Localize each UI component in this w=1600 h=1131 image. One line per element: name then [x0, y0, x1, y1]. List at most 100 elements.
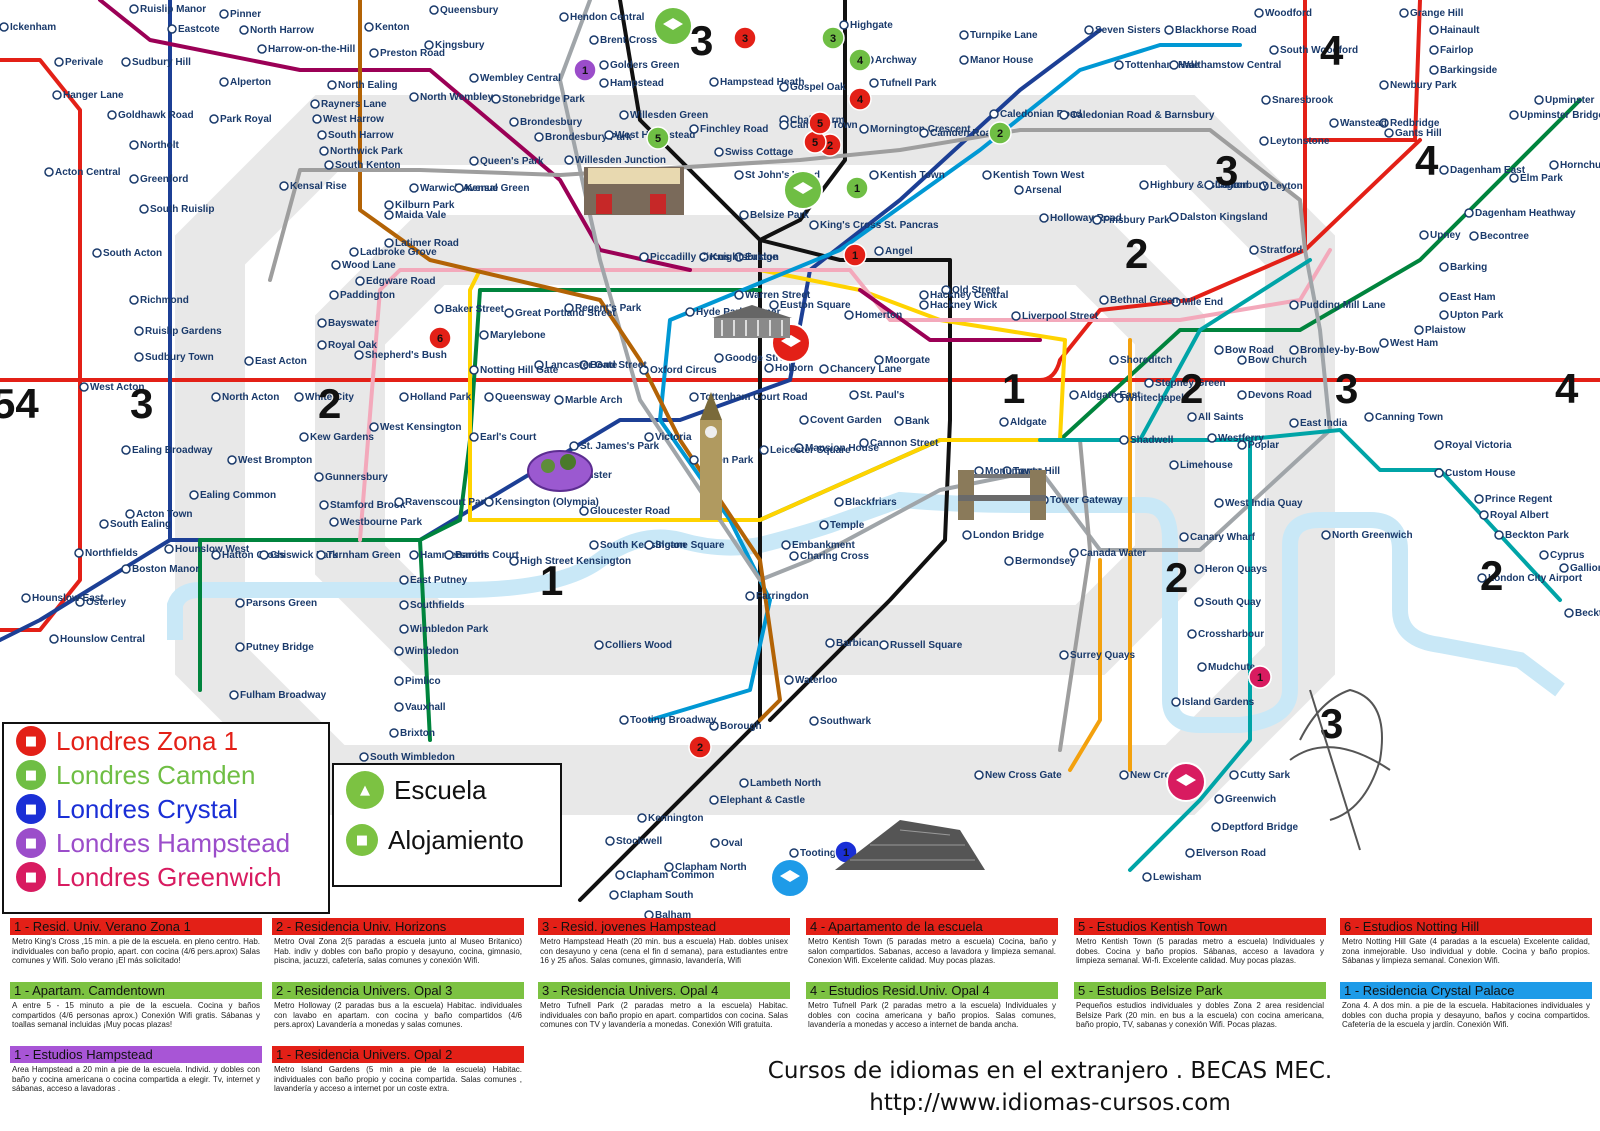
station-label-hounslow-central[interactable]: Hounslow Central	[60, 634, 145, 645]
station-dot-edgware-road[interactable]	[355, 276, 365, 286]
station-label-northfields[interactable]: Northfields	[85, 548, 138, 559]
station-dot-tottenham-court-road[interactable]	[689, 392, 699, 402]
station-label-barking[interactable]: Barking	[1450, 262, 1487, 273]
station-label-lambeth-north[interactable]: Lambeth North	[750, 778, 821, 789]
station-dot-fulham-broadway[interactable]	[229, 690, 239, 700]
station-label-sloane-square[interactable]: Sloane Square	[655, 540, 725, 551]
station-dot-white-city[interactable]	[294, 392, 304, 402]
station-label-becontree[interactable]: Becontree	[1480, 231, 1529, 242]
station-label-aldgate-east[interactable]: Aldgate East	[1080, 390, 1141, 401]
station-label-monument[interactable]: Monument	[985, 466, 1036, 477]
station-dot-sudbury-hill[interactable]	[121, 57, 131, 67]
station-dot-cannon-street[interactable]	[859, 438, 869, 448]
station-dot-aldgate-east[interactable]	[1069, 390, 1079, 400]
station-label-south-kensington[interactable]: South Kensington	[600, 540, 686, 551]
station-label-vauxhall[interactable]: Vauxhall	[405, 702, 446, 713]
station-label-south-woodford[interactable]: South Woodford	[1280, 45, 1358, 56]
station-label-canada-water[interactable]: Canada Water	[1080, 548, 1146, 559]
station-dot-lancaster-gate[interactable]	[534, 360, 544, 370]
station-dot-kingsbury[interactable]	[424, 40, 434, 50]
station-dot-arsenal[interactable]	[1014, 185, 1024, 195]
station-dot-south-kenton[interactable]	[324, 160, 334, 170]
station-dot-warwick-avenue[interactable]	[409, 183, 419, 193]
station-label-stepney-green[interactable]: Stepney Green	[1155, 378, 1226, 389]
station-label-deptford-bridge[interactable]: Deptford Bridge	[1222, 822, 1299, 833]
station-dot-acton-central[interactable]	[44, 167, 54, 177]
station-dot-monument[interactable]	[974, 466, 984, 476]
station-dot-bermondsey[interactable]	[1004, 556, 1014, 566]
station-label-tufnell-park[interactable]: Tufnell Park	[880, 78, 937, 89]
station-label-hounslow-east[interactable]: Hounslow East	[32, 593, 104, 604]
station-label-kentish-town-west[interactable]: Kentish Town West	[993, 170, 1085, 181]
station-dot-east-putney[interactable]	[399, 575, 409, 585]
station-dot-angel[interactable]	[874, 246, 884, 256]
station-dot-highbury-islington[interactable]	[1139, 180, 1149, 190]
station-dot-vauxhall[interactable]	[394, 702, 404, 712]
station-label-queensbury[interactable]: Queensbury	[440, 5, 499, 16]
station-dot-st-james-s-park[interactable]	[569, 441, 579, 451]
station-label-great-portland-street[interactable]: Great Portland Street	[515, 308, 616, 319]
station-dot-hornchurch[interactable]	[1549, 160, 1559, 170]
station-label-dalston-kingsland[interactable]: Dalston Kingsland	[1180, 212, 1268, 223]
station-dot-north-greenwich[interactable]	[1321, 530, 1331, 540]
station-dot-piccadilly-circus[interactable]	[639, 252, 649, 262]
station-dot-london-city-airport[interactable]	[1477, 573, 1487, 583]
station-dot-park-royal[interactable]	[209, 114, 219, 124]
station-dot-canary-wharf[interactable]	[1179, 532, 1189, 542]
station-label-stonebridge-park[interactable]: Stonebridge Park	[502, 94, 585, 105]
accommodation-marker[interactable]	[845, 176, 869, 200]
station-dot-alperton[interactable]	[219, 77, 229, 87]
station-label-harrow-on-the-hill[interactable]: Harrow-on-the-Hill	[268, 44, 355, 55]
station-label-richmond[interactable]: Richmond	[140, 295, 189, 306]
station-dot-warren-street[interactable]	[734, 290, 744, 300]
station-label-white-city[interactable]: White City	[305, 392, 354, 403]
station-dot-waterloo[interactable]	[784, 675, 794, 685]
station-label-ickenham[interactable]: Ickenham	[10, 22, 56, 33]
station-label-hackney-central[interactable]: Hackney Central	[930, 290, 1009, 301]
station-dot-royal-oak[interactable]	[317, 340, 327, 350]
station-label-mansion-house[interactable]: Mansion House	[805, 443, 879, 454]
station-label-st-james-s-park[interactable]: St. James's Park	[580, 441, 660, 452]
accommodation-marker[interactable]	[848, 48, 872, 72]
station-dot-prince-regent[interactable]	[1474, 494, 1484, 504]
station-dot-east-india[interactable]	[1289, 418, 1299, 428]
station-label-tottenham-court-road[interactable]: Tottenham Court Road	[700, 392, 808, 403]
station-dot-marble-arch[interactable]	[554, 395, 564, 405]
station-dot-finchley-road[interactable]	[689, 124, 699, 134]
station-label-liverpool-street[interactable]: Liverpool Street	[1022, 311, 1099, 322]
station-dot-notting-hill-gate[interactable]	[469, 365, 479, 375]
station-dot-kew-gardens[interactable]	[299, 432, 309, 442]
station-label-wembley-central[interactable]: Wembley Central	[480, 73, 561, 84]
station-label-alperton[interactable]: Alperton	[230, 77, 271, 88]
station-dot-tooting-broadway[interactable]	[619, 715, 629, 725]
station-dot-camden-road[interactable]	[919, 128, 929, 138]
station-dot-mudchute[interactable]	[1197, 662, 1207, 672]
station-label-highbury-islington[interactable]: Highbury & Islington	[1150, 180, 1248, 191]
station-dot-gants-hill[interactable]	[1384, 128, 1394, 138]
station-dot-wimbledon-park[interactable]	[399, 624, 409, 634]
station-dot-willesden-junction[interactable]	[564, 155, 574, 165]
station-dot-aldgate[interactable]	[999, 417, 1009, 427]
station-label-brixton[interactable]: Brixton	[400, 728, 435, 739]
station-dot-hampstead[interactable]	[599, 78, 609, 88]
station-dot-temple[interactable]	[819, 520, 829, 530]
station-label-dagenham-east[interactable]: Dagenham East	[1450, 165, 1526, 176]
station-dot-crossharbour[interactable]	[1187, 629, 1197, 639]
station-label-clapham-common[interactable]: Clapham Common	[626, 870, 714, 881]
station-dot-farringdon[interactable]	[745, 591, 755, 601]
station-label-eastcote[interactable]: Eastcote	[178, 24, 220, 35]
station-dot-holloway-road[interactable]	[1039, 213, 1049, 223]
station-dot-embankment[interactable]	[781, 540, 791, 550]
station-label-barbican[interactable]: Barbican	[836, 638, 879, 649]
station-label-hatton-cross[interactable]: Hatton Cross	[222, 550, 285, 561]
station-label-gloucester-road[interactable]: Gloucester Road	[590, 506, 670, 517]
station-label-willesden-junction[interactable]: Willesden Junction	[575, 155, 666, 166]
station-dot-dagenham-heathway[interactable]	[1464, 208, 1474, 218]
accommodation-marker[interactable]	[733, 26, 757, 50]
station-label-finchley-road[interactable]: Finchley Road	[700, 124, 768, 135]
accommodation-marker[interactable]	[808, 111, 832, 135]
station-label-latimer-road[interactable]: Latimer Road	[395, 238, 459, 249]
station-label-walthamstow-central[interactable]: Walthamstow Central	[1180, 60, 1282, 71]
station-label-heron-quays[interactable]: Heron Quays	[1205, 564, 1268, 575]
station-dot-bromley-by-bow[interactable]	[1289, 345, 1299, 355]
